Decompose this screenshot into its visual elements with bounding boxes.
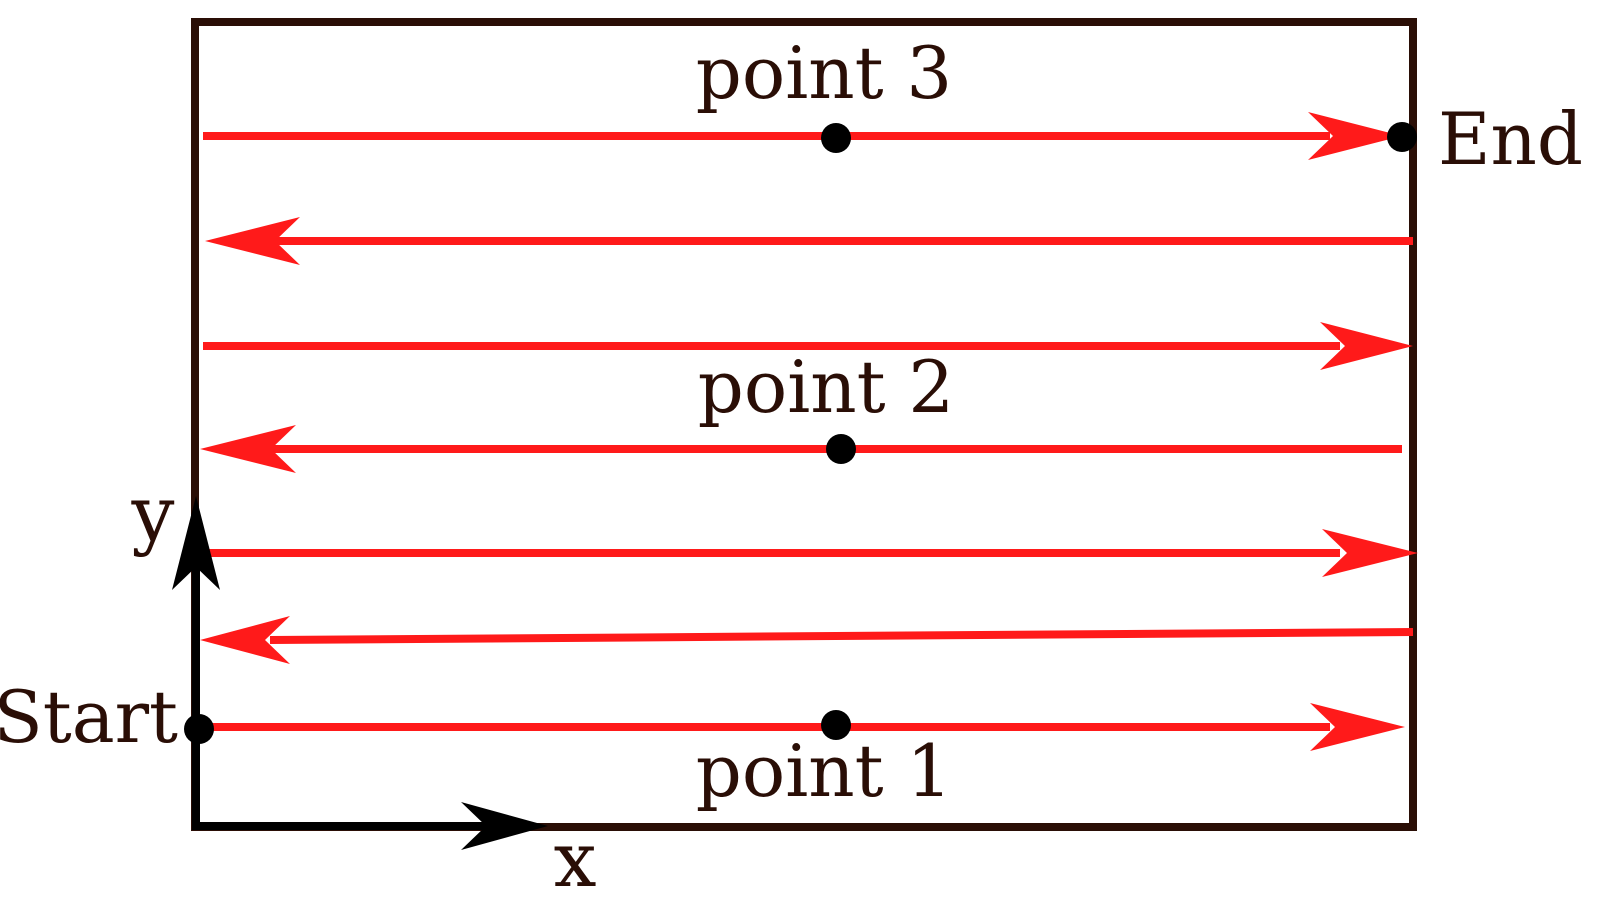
point-3-label: point 3 <box>696 31 952 115</box>
end-label: End <box>1438 97 1583 181</box>
diagram-labels: point 3 point 2 point 1 End Start y x <box>0 31 1583 904</box>
start-point <box>184 714 214 744</box>
y-axis-arrowhead <box>172 496 220 590</box>
x-axis-arrowhead <box>461 802 548 850</box>
scan-line-5 <box>203 322 1413 370</box>
coordinate-axes <box>172 496 548 850</box>
scan-line-6 <box>205 217 1413 265</box>
point-2-marker <box>826 434 856 464</box>
scan-lines <box>200 112 1418 751</box>
scan-line-2 <box>200 616 1414 664</box>
start-label: Start <box>0 675 178 759</box>
point-1-label: point 1 <box>696 729 952 813</box>
scan-line-1 <box>200 703 1405 751</box>
scan-line-3 <box>200 529 1418 577</box>
x-axis-label: x <box>554 815 597 904</box>
scan-line-4 <box>200 425 1402 473</box>
point-1-marker <box>821 710 851 740</box>
point-2-label: point 2 <box>698 345 954 429</box>
scan-line-7 <box>203 112 1402 160</box>
end-point <box>1387 122 1417 152</box>
marked-points <box>184 122 1417 744</box>
scan-area-frame <box>191 18 1417 831</box>
point-3-marker <box>821 123 851 153</box>
y-axis-label: y <box>131 469 175 558</box>
